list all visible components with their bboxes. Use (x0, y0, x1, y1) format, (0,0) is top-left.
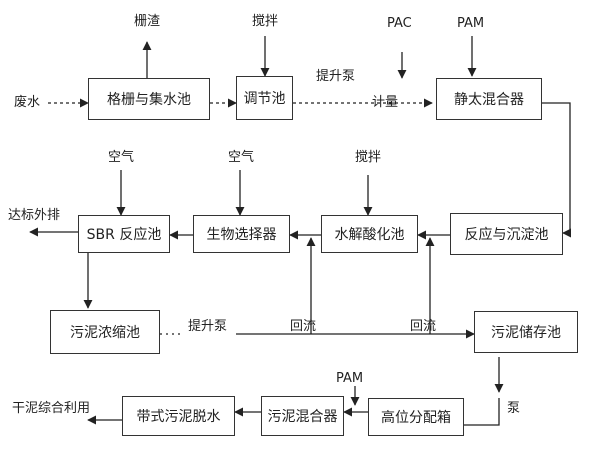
hydrolysis-acidification-tank: 水解酸化池 (321, 215, 418, 253)
static-mixer: 静太混合器 (436, 78, 542, 120)
return-label-1: 回流 (290, 319, 317, 334)
stirring-label-top: 搅拌 (252, 14, 279, 29)
pam-label-bottom: PAM (336, 371, 364, 386)
screenings-label: 栅渣 (134, 14, 161, 29)
sludge-storage-tank: 污泥储存池 (474, 311, 578, 353)
stirring-label-mid: 搅拌 (355, 150, 382, 165)
air-label-1: 空气 (108, 150, 135, 165)
return-label-2: 回流 (410, 319, 437, 334)
pac-label: PAC (387, 16, 412, 31)
wastewater-label: 废水 (14, 95, 41, 110)
lift-pump-label-mid: 提升泵 (188, 319, 228, 334)
reaction-sedimentation-tank: 反应与沉淀池 (450, 213, 563, 255)
sludge-thickener: 污泥浓缩池 (50, 310, 160, 354)
high-level-distribution-box: 高位分配箱 (368, 398, 464, 436)
sbr-reaction-tank: SBR 反应池 (78, 215, 170, 253)
belt-dewatering: 带式污泥脱水 (122, 396, 235, 436)
regulating-tank: 调节池 (236, 76, 293, 120)
pump-label: 泵 (507, 401, 521, 416)
pam-label-top: PAM (457, 16, 485, 31)
grid-collection-tank: 格栅与集水池 (88, 78, 210, 120)
metering-label: 计量 (372, 95, 399, 110)
discharge-label: 达标外排 (8, 208, 61, 223)
dry-sludge-use-label: 干泥综合利用 (12, 401, 91, 416)
lift-pump-label-top: 提升泵 (316, 69, 356, 84)
sludge-mixer: 污泥混合器 (261, 396, 344, 436)
air-label-2: 空气 (228, 150, 255, 165)
bio-selector: 生物选择器 (193, 215, 290, 253)
